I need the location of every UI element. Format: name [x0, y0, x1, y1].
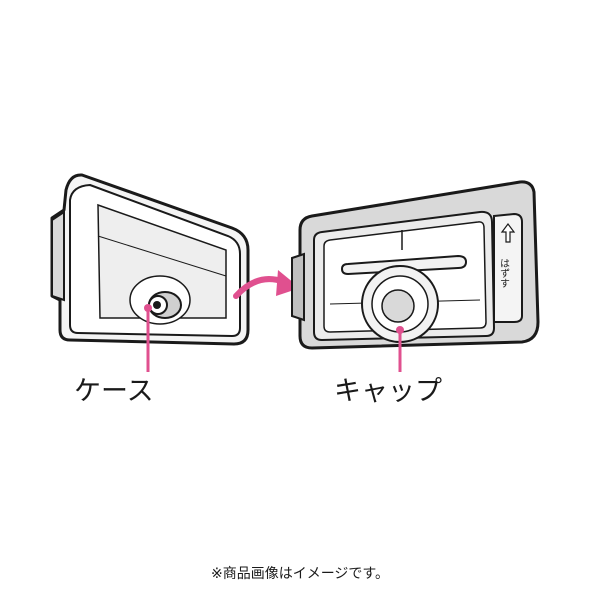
cap-label: キャップ [334, 376, 442, 407]
cap-leader [396, 326, 404, 372]
caption: ※商品画像はイメージです。 [210, 566, 390, 582]
cap-illustration [291, 180, 540, 350]
cap-handle-text: はずす [498, 258, 510, 288]
up-arrow-icon [500, 223, 516, 243]
case-label: ケース [74, 376, 154, 407]
case-leader [144, 304, 152, 372]
case-illustration [50, 173, 250, 346]
